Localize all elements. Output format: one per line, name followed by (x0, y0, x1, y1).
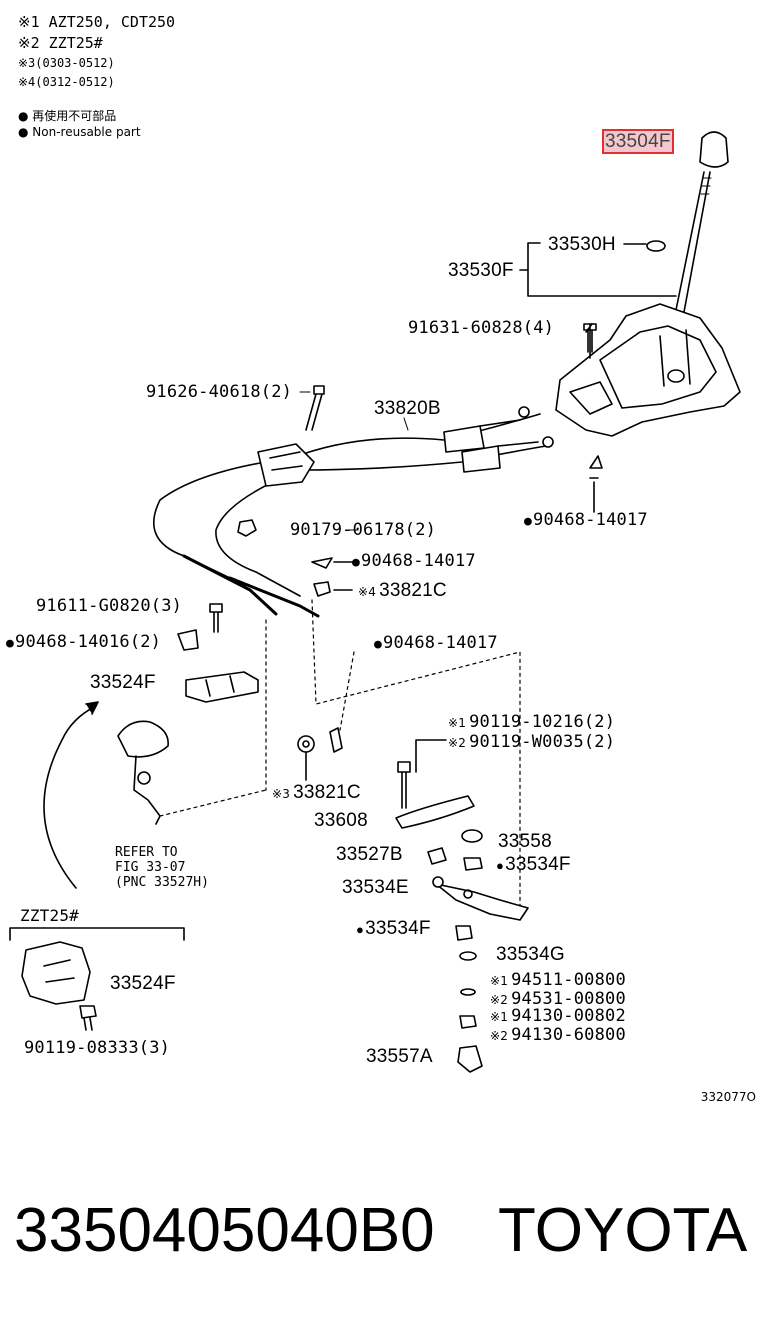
refer-line-2: FIG 33-07 (115, 860, 186, 875)
zzt25-section-label: ZZT25# (20, 906, 79, 925)
cable-bracket-drawing (257, 443, 315, 487)
legend-en: ● Non-reusable part (18, 125, 141, 139)
part-33534F-b-label[interactable]: 33534F (356, 918, 431, 940)
part-33530F-label[interactable]: 33530F (448, 260, 514, 281)
part-33524F-a-label[interactable]: 33524F (90, 672, 156, 693)
zzt25-bracket-drawing (21, 941, 91, 1005)
footer-part-number: 3350405040B0 (14, 1196, 435, 1265)
part-33534G-label[interactable]: 33534G (496, 944, 565, 965)
bolt-drawing (583, 323, 597, 353)
note-1: ※1 AZT250, CDT250 (18, 13, 176, 31)
shift-lever-drawing (675, 171, 711, 313)
part-33524F-b-label[interactable]: 33524F (110, 973, 176, 994)
refer-line-1: REFER TO (115, 845, 178, 860)
reference-arrow-drawing (43, 705, 97, 889)
legend: ● 再使用不可部品 ● Non-reusable part (18, 108, 141, 140)
refer-to-figure-note[interactable]: REFER TO FIG 33-07 (PNC 33527H) (115, 845, 209, 890)
part-90468-14017-a-label[interactable]: 90468-14017 (524, 510, 648, 530)
part-90119-08333-label[interactable]: 90119-08333(3) (24, 1038, 171, 1058)
note-4: ※4(0312-0512) (18, 75, 115, 89)
bushing-drawing (646, 240, 666, 252)
refer-line-3: (PNC 33527H) (115, 875, 209, 890)
note-2: ※2 ZZT25# (18, 34, 103, 52)
select-arm-drawing (435, 883, 529, 921)
footer-brand: TOYOTA (498, 1196, 748, 1265)
part-91611-label[interactable]: 91611-G0820(3) (36, 596, 183, 616)
legend-jp: ● 再使用不可部品 (18, 109, 117, 123)
part-33558-label[interactable]: 33558 (498, 831, 552, 852)
refer-part-drawing (117, 720, 169, 758)
part-90468-14017-c-label[interactable]: 90468-14017 (374, 633, 498, 653)
part-91626-label[interactable]: 91626-40618(2) (146, 382, 293, 402)
part-90468-14017-b-label[interactable]: 90468-14017 (352, 551, 476, 571)
part-90179-label[interactable]: 90179-06178(2) (290, 520, 437, 540)
model-notes: ※1 AZT250, CDT250 ※2 ZZT25# ※3(0303-0512… (18, 12, 175, 92)
part-33534E-label[interactable]: 33534E (342, 877, 409, 898)
part-33527B-label[interactable]: 33527B (336, 844, 403, 865)
clip-drawing (589, 455, 603, 469)
cable-bracket-33524F-drawing (185, 671, 259, 703)
diagram-code: 332077O (700, 1090, 756, 1104)
shift-cable-drawing (291, 413, 547, 471)
part-33530H-label[interactable]: 33530H (548, 234, 616, 255)
note-3: ※3(0303-0512) (18, 56, 115, 70)
clip-14016-drawing (177, 629, 199, 651)
shift-knob-drawing (699, 131, 729, 168)
part-90468-14016-label[interactable]: 90468-14016(2) (6, 632, 161, 652)
shift-arm-drawing (395, 795, 475, 829)
part-33557A-label[interactable]: 33557A (366, 1046, 433, 1067)
part-33608-label[interactable]: 33608 (314, 810, 368, 831)
part-33534F-a-label[interactable]: 33534F (496, 854, 571, 876)
part-91631-label[interactable]: 91631-60828(4) (408, 318, 555, 338)
part-33820B-label[interactable]: 33820B (374, 398, 441, 419)
part-33504F-label[interactable]: 33504F (602, 129, 674, 154)
